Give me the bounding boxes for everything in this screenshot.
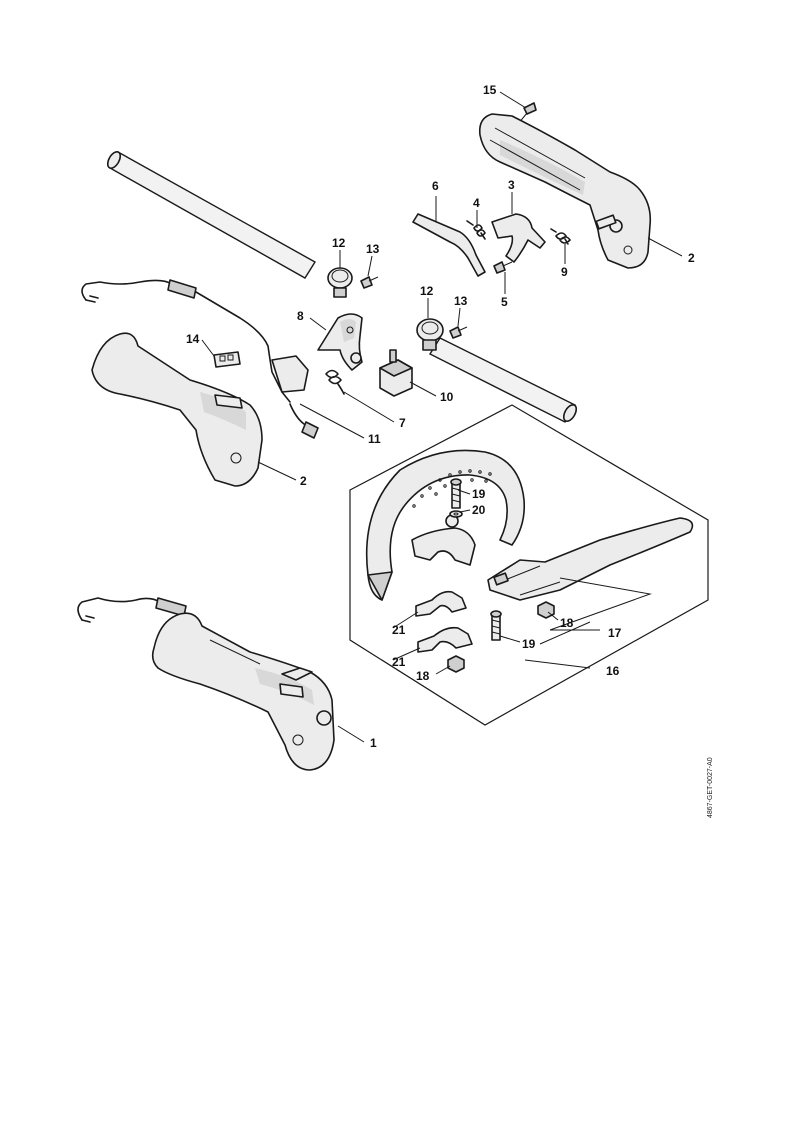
switch-10 [379,349,413,397]
callout-18-lower: 18 [416,669,430,683]
callout-12-lower: 12 [420,284,434,298]
callout-21-lower: 21 [392,655,406,669]
callout-21-upper: 21 [392,623,406,637]
spring-9 [550,228,571,245]
handle-housing-half-lower [91,332,263,487]
callout-8: 8 [297,309,304,323]
callout-13-lower: 13 [454,294,468,308]
callout-1: 1 [370,736,377,750]
clamp-half-21-lower [417,626,473,653]
label-plate-14 [213,351,241,368]
callout-10: 10 [440,390,454,404]
callout-11: 11 [368,432,381,446]
leader-lines [201,91,683,743]
callout-17: 17 [608,626,622,640]
complete-handle-1 [77,597,335,771]
throttle-trigger-8 [317,313,363,371]
screw-13-upper [360,276,379,289]
callout-3: 3 [508,178,515,192]
bolt-19-upper [450,478,462,509]
callout-7: 7 [399,416,406,430]
upper-shaft-tube [106,151,316,279]
callout-2-lower: 2 [300,474,307,488]
callout-16: 16 [606,664,620,678]
lower-shaft-tube [428,337,578,423]
callout-6: 6 [432,179,439,193]
bracket-17 [487,517,694,601]
lever-6 [412,213,486,277]
callout-labels: 15 6 4 3 2 9 5 12 13 12 13 8 14 10 7 11 … [186,83,695,750]
clamp-12-lower [416,318,444,351]
callout-19-lower: 19 [522,637,536,651]
callout-5: 5 [501,295,508,309]
clamp-12-upper [327,267,353,298]
trigger-lock-3 [491,213,546,263]
spring-4 [466,220,486,240]
callout-14: 14 [186,332,200,346]
callout-18-upper: 18 [560,616,574,630]
callout-15: 15 [483,83,497,97]
clamp-half-21-upper [415,590,467,617]
loop-handle [365,449,526,601]
callout-12-upper: 12 [332,236,346,250]
bolt-19-lower [490,610,502,641]
callout-19-upper: 19 [472,487,486,501]
callout-4: 4 [473,196,480,210]
nut-18-lower [447,655,465,673]
callout-9: 9 [561,265,568,279]
callout-13-upper: 13 [366,242,380,256]
spring-7 [325,369,345,395]
screw-13-lower [449,326,468,339]
callout-20: 20 [472,503,486,517]
nut-18-upper [537,601,555,619]
loop-handle-dots [412,469,492,508]
screw-5 [493,261,513,274]
callout-2-upper: 2 [688,251,695,265]
document-reference: 4867-GET-0027-A0 [707,757,714,818]
washer-20 [449,510,463,518]
handle-housing-half-upper [478,113,652,269]
bike-handle-kit-frame [349,404,709,726]
wiring-harness-11 [81,279,319,439]
